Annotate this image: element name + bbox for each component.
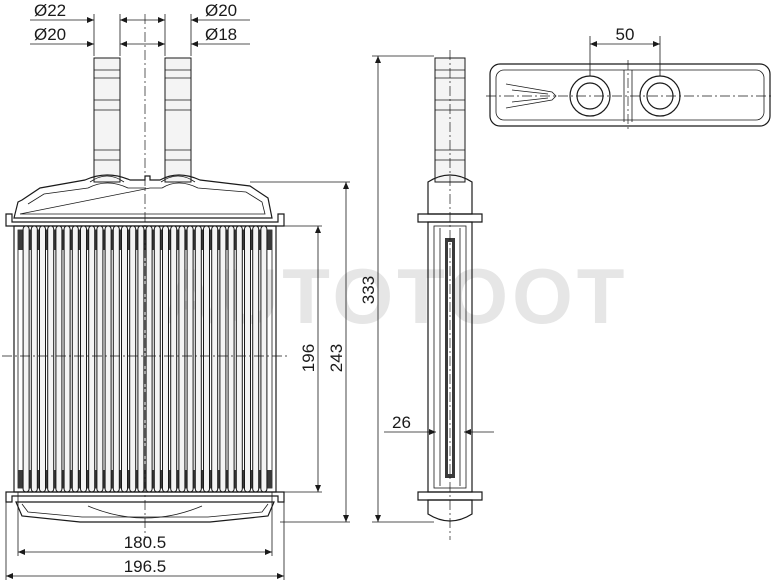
side-dimensions: 333 26 [359, 55, 494, 523]
core-tube [194, 225, 202, 493]
core-tube [30, 225, 38, 493]
core-tube [129, 225, 137, 493]
core-tube [55, 225, 63, 493]
core-tube [121, 225, 128, 493]
front-dimensions: Ø22 Ø20 Ø20 Ø18 196 243 180.5 196.5 [5, 1, 350, 580]
core-tube [112, 225, 120, 493]
core-tube [47, 225, 55, 493]
dim-thickness: 26 [392, 413, 411, 432]
core-tube [153, 225, 161, 493]
core-tube [219, 225, 227, 493]
core-tube [71, 225, 79, 493]
core-tube [227, 225, 235, 493]
top-view [486, 60, 774, 130]
top-dimensions: 50 [589, 25, 661, 76]
dim-core-height: 243 [327, 344, 346, 372]
core-tube [104, 225, 112, 493]
core-tube [162, 225, 169, 493]
dim-total-height: 333 [359, 276, 378, 304]
dim-inlet-inner-diameter: Ø20 [34, 25, 66, 44]
side-view [417, 50, 483, 540]
core-tube [39, 225, 46, 493]
core-tube [252, 225, 260, 493]
top-view-outline [489, 63, 771, 127]
core-tube [244, 225, 251, 493]
core-tube [88, 225, 96, 493]
core-tube [178, 225, 186, 493]
dim-core-width: 180.5 [124, 533, 167, 552]
front-view [2, 14, 290, 540]
core-tube [22, 225, 30, 493]
core-tubes [22, 225, 268, 493]
core-tube [260, 225, 268, 493]
core-tube [170, 225, 178, 493]
dim-pipe-spacing: 50 [616, 25, 635, 44]
core-tube [235, 225, 243, 493]
core-tube [80, 225, 87, 493]
core-tube [145, 225, 153, 493]
dim-fin-height: 196 [299, 344, 318, 372]
core-tube [211, 225, 219, 493]
core-tube [137, 225, 145, 493]
dim-outlet-outer-diameter: Ø20 [205, 1, 237, 20]
core-tube [63, 225, 71, 493]
bottom-tank [5, 491, 285, 523]
core-tube [203, 225, 210, 493]
outlet-pipe [160, 57, 196, 183]
core-tube [96, 225, 104, 493]
inlet-pipe [89, 57, 125, 183]
core-tube [186, 225, 194, 493]
dim-total-width: 196.5 [124, 557, 167, 576]
dim-outlet-inner-diameter: Ø18 [205, 25, 237, 44]
dim-inlet-outer-diameter: Ø22 [34, 1, 66, 20]
